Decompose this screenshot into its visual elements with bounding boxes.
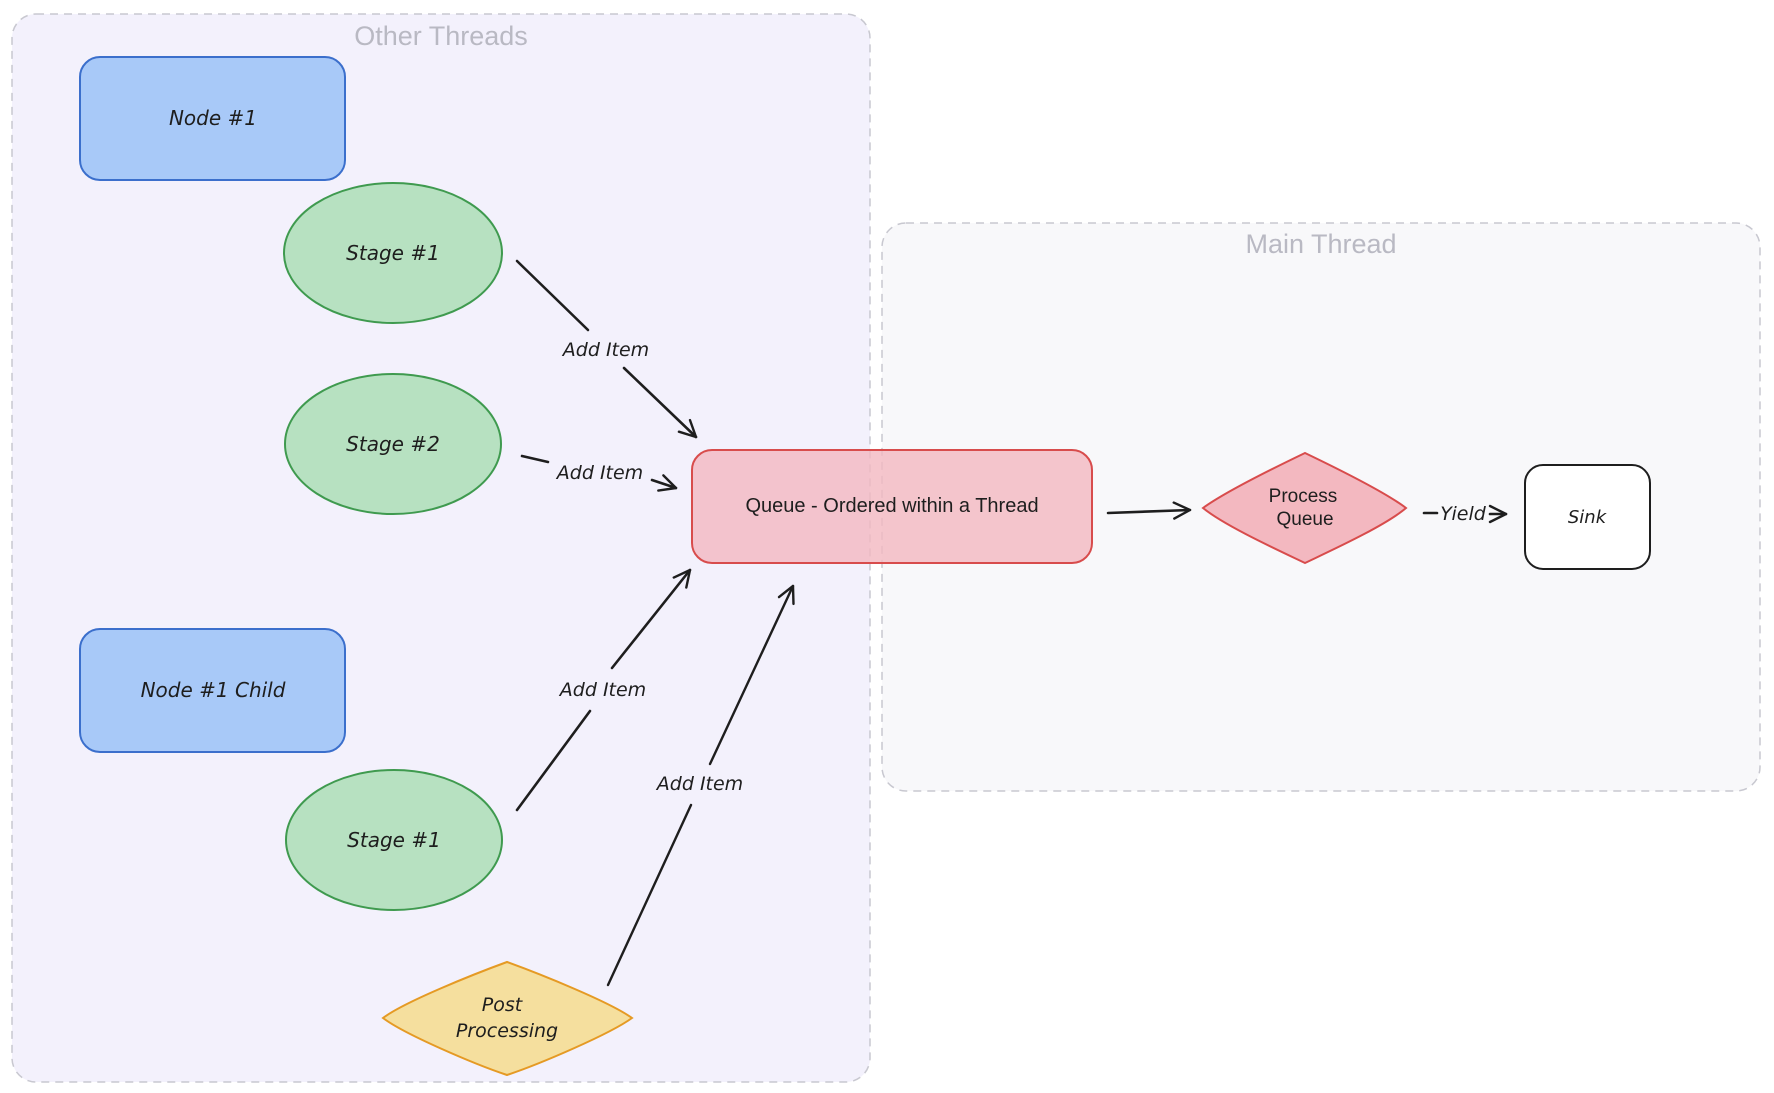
queue-label: Queue - Ordered within a Thread xyxy=(745,495,1038,517)
edge-post-processing-to-queue: Add Item xyxy=(606,584,795,987)
stage-1-top-ellipse: Stage #1 xyxy=(283,182,503,324)
node-1-label: Node #1 xyxy=(169,106,257,130)
queue-box: Queue - Ordered within a Thread xyxy=(691,449,1093,564)
edge-stage1-bottom-to-queue: Add Item xyxy=(515,568,692,812)
stage-1-top-label: Stage #1 xyxy=(346,241,440,265)
stage-2-ellipse: Stage #2 xyxy=(284,373,502,515)
post-processing-diamond: Post Processing xyxy=(381,960,634,1077)
edge-label-add-item-1: Add Item xyxy=(561,339,649,361)
process-queue-label-line1: Process xyxy=(1269,486,1338,507)
edge-stage2-to-queue: Add Item xyxy=(520,454,678,492)
sink-label: Sink xyxy=(1568,507,1608,528)
edge-label-add-item-2: Add Item xyxy=(555,462,643,484)
node-1-child-label: Node #1 Child xyxy=(141,678,286,702)
node-1-box: Node #1 xyxy=(79,56,346,181)
edge-label-add-item-3: Add Item xyxy=(558,679,646,701)
edge-queue-to-process-queue xyxy=(1106,501,1192,520)
node-1-child-box: Node #1 Child xyxy=(79,628,346,753)
stage-1-bottom-label: Stage #1 xyxy=(347,828,441,852)
other-threads-group: Other Threads xyxy=(11,13,871,1083)
post-processing-label-line2: Processing xyxy=(456,1020,558,1042)
edge-process-queue-to-sink: Yield xyxy=(1422,503,1508,525)
process-queue-diamond: Process Queue xyxy=(1201,451,1408,565)
other-threads-title: Other Threads xyxy=(354,21,528,51)
sink-box: Sink xyxy=(1524,464,1651,570)
stage-1-bottom-ellipse: Stage #1 xyxy=(285,769,503,911)
edge-stage1-top-to-queue: Add Item xyxy=(515,259,698,439)
process-queue-label-line2: Queue xyxy=(1276,509,1333,530)
stage-2-label: Stage #2 xyxy=(346,432,440,456)
edge-label-yield: Yield xyxy=(1440,503,1487,525)
main-thread-title: Main Thread xyxy=(1245,229,1396,259)
edge-label-add-item-4: Add Item xyxy=(655,773,743,795)
post-processing-label-line1: Post xyxy=(482,994,524,1016)
